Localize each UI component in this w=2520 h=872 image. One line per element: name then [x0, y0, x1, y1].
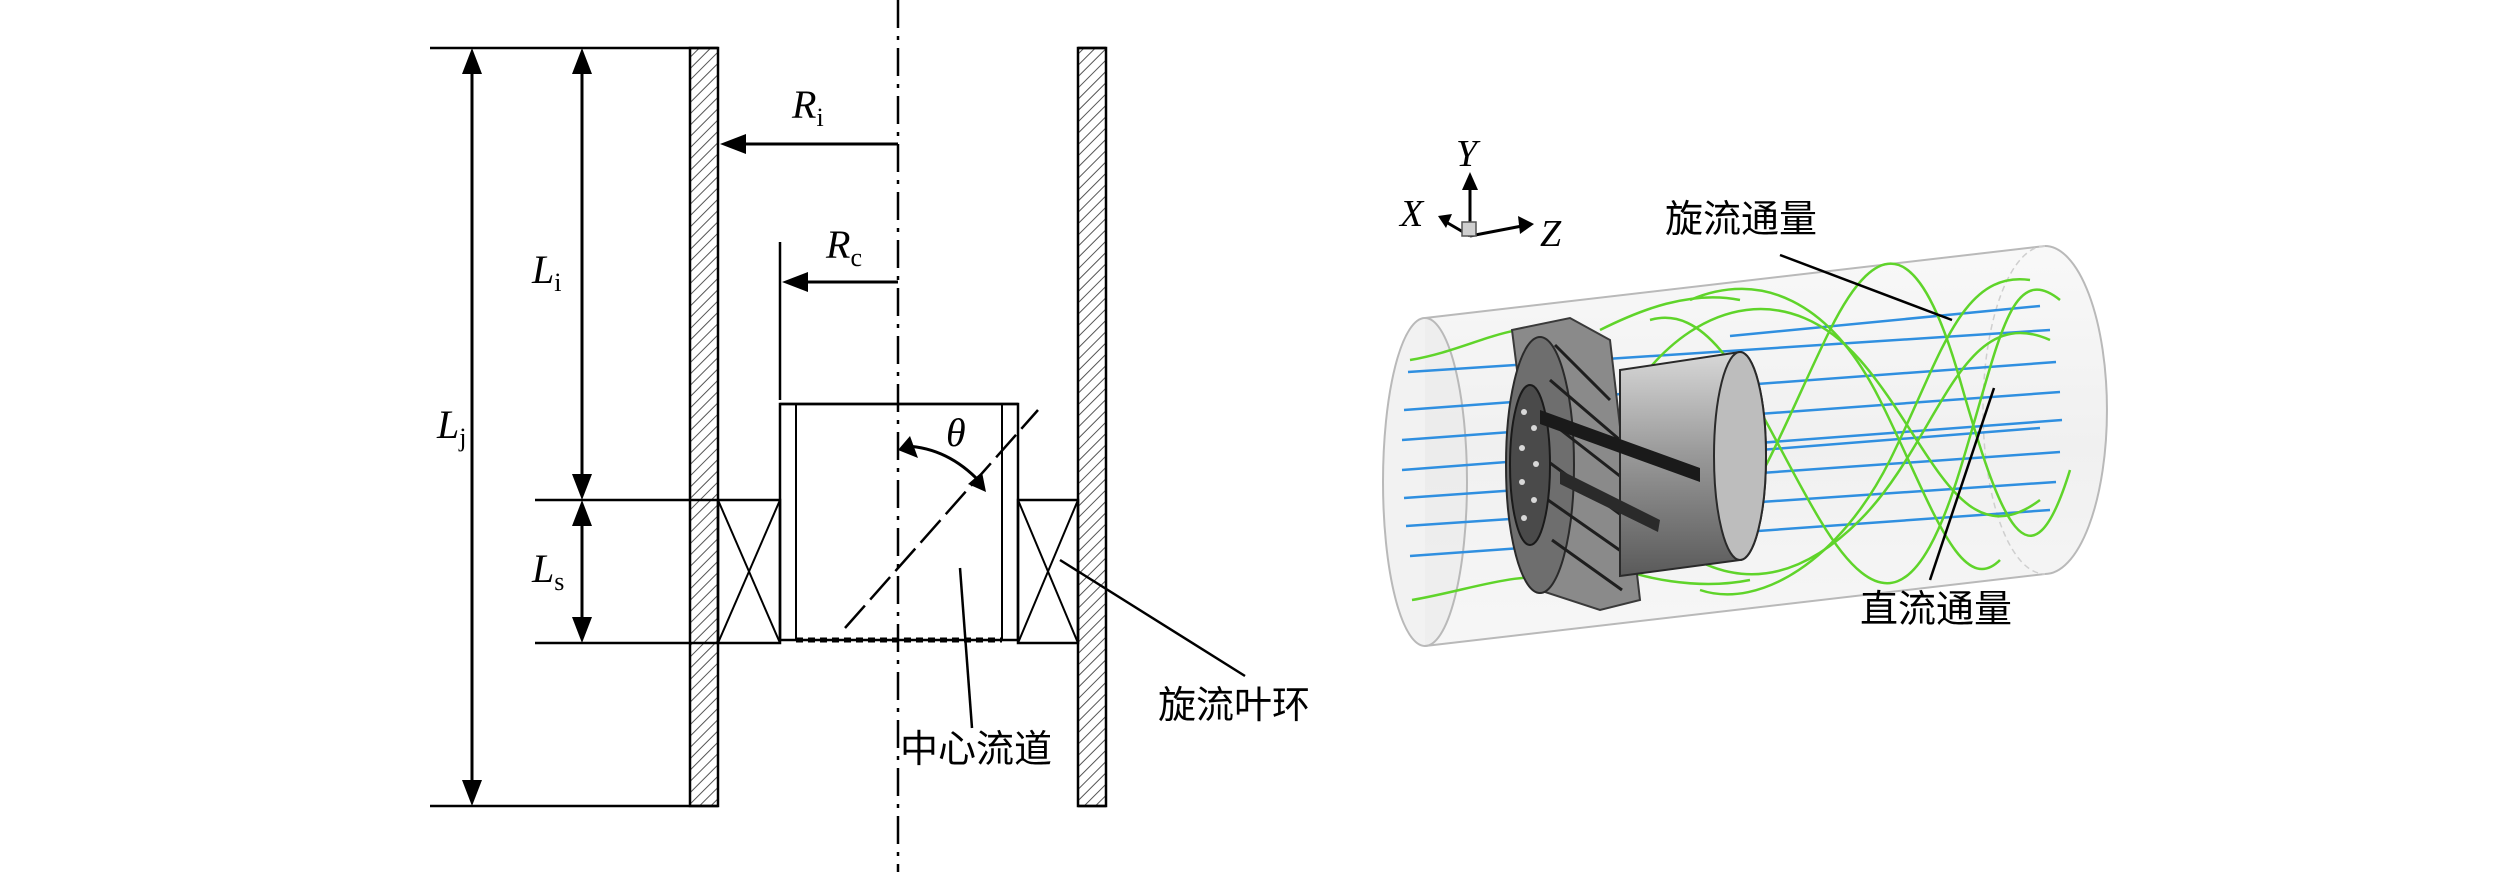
axis-triad: Y X Z [1398, 133, 1562, 255]
label-straight-flux: 直流通量 [1860, 587, 2012, 631]
label-theta: θ [946, 410, 966, 455]
label-Lj: Lj [436, 402, 466, 452]
right-wall [1076, 46, 1108, 808]
dimension-Ri: Ri [720, 82, 898, 154]
swirler-body [1505, 316, 1767, 612]
label-swirl-flux: 旋流通量 [1665, 197, 1817, 241]
label-Ls: Ls [531, 546, 564, 596]
dimension-Lj: Lj [436, 48, 482, 806]
flow-3d-view: Y X Z [1382, 133, 2108, 647]
label-swirl-vane-ring: 旋流叶环 [1158, 683, 1310, 727]
dimension-Rc: Rc [778, 222, 898, 400]
angle-theta: θ [844, 409, 1039, 629]
left-wall [688, 46, 720, 808]
dimension-Ls: Ls [531, 500, 592, 643]
swirl-streamlines [1409, 262, 2072, 602]
axis-label-z: Z [1540, 213, 1562, 255]
label-Rc: Rc [825, 222, 862, 272]
swirl-vane-right [1016, 498, 1080, 645]
dimension-Li: Li [531, 48, 592, 500]
swirl-vane-left [716, 498, 782, 645]
axis-label-y: Y [1456, 133, 1481, 175]
label-center-channel: 中心流道 [900, 727, 1052, 771]
label-Ri: Ri [791, 82, 824, 132]
axis-label-x: X [1398, 193, 1425, 235]
label-Li: Li [531, 247, 561, 297]
schematic-diagram: Lj Li Ls Ri Rc [430, 0, 1310, 872]
